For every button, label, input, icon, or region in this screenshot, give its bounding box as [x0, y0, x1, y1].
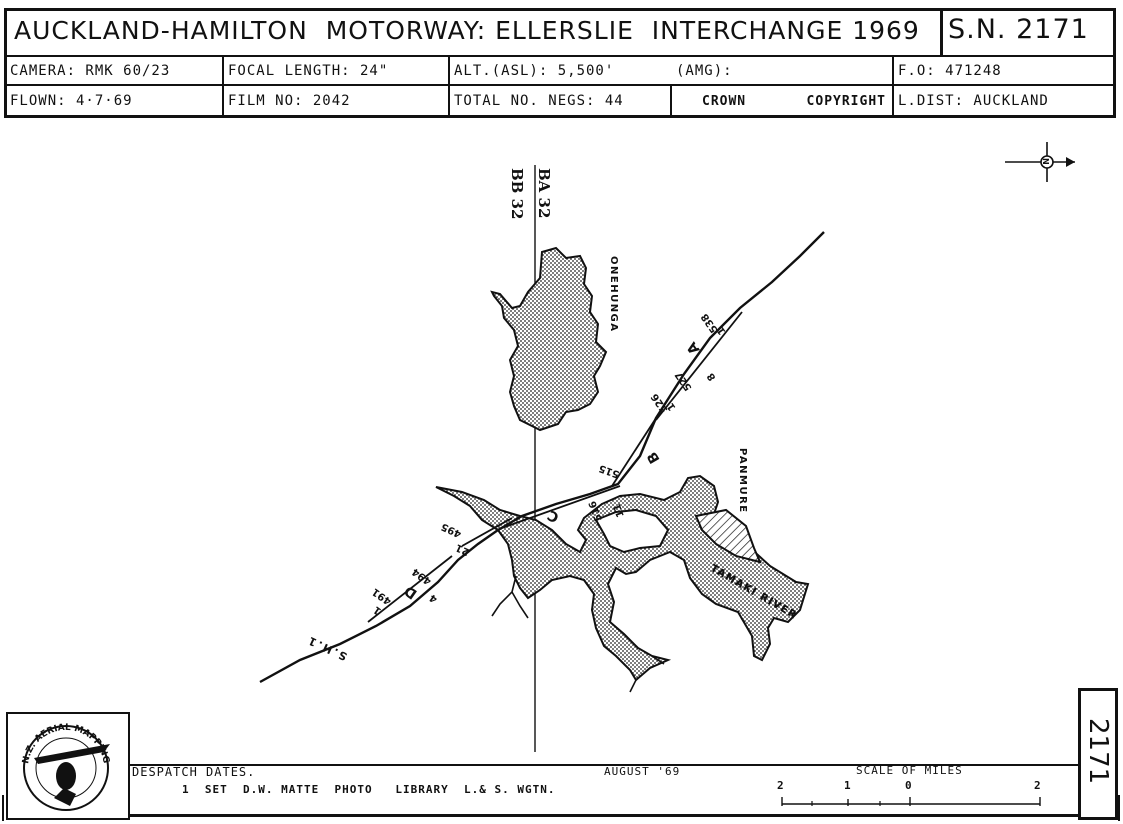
focal-length-cell: FOCAL LENGTH: 24"	[224, 57, 450, 84]
onehunga-area	[490, 246, 608, 432]
crown-copyright-cell: CROWN COPYRIGHT	[672, 86, 894, 116]
photo-number-1b: 1	[665, 401, 678, 413]
altitude-cell: ALT.(ASL): 5,500'	[454, 62, 615, 79]
photo-number-4: 4	[428, 592, 440, 605]
side-number-box	[1078, 688, 1118, 820]
amg-cell: (AMG):	[672, 57, 894, 84]
north-letter: N	[1041, 158, 1050, 165]
run-label-c: C	[545, 506, 562, 525]
panmure-hatched-area	[694, 508, 762, 564]
total-negs-cell: TOTAL NO. NEGS: 44	[450, 86, 672, 116]
north-arrow-icon	[1005, 142, 1075, 182]
scale-tick-label-right: 2	[1034, 779, 1042, 792]
photo-number-8: 8	[705, 371, 718, 383]
run-line-d	[367, 555, 453, 623]
flown-cell: FLOWN: 4·7·69	[6, 86, 224, 116]
grid-label-right: BA 32	[535, 168, 553, 218]
sh1-label: S.H.1	[305, 633, 350, 663]
state-highway-1	[259, 231, 825, 684]
photo-number-494: 494	[410, 566, 433, 587]
side-number: 2171	[1083, 718, 1113, 785]
fo-cell: F.O: 471248	[898, 62, 1002, 79]
run-line-e	[461, 517, 513, 547]
corner-mark-left	[2, 795, 4, 821]
scale-bar	[781, 797, 1041, 806]
row-divider-1	[4, 55, 1116, 57]
run-line-c	[501, 485, 621, 529]
despatch-date: AUGUST '69	[604, 765, 681, 778]
scale-tick-label-0: 0	[905, 779, 913, 792]
sheet-number: S.N. 2171	[948, 14, 1089, 45]
run-line-a	[655, 311, 743, 421]
map-title: AUCKLAND-HAMILTON MOTORWAY: ELLERSLIE IN…	[14, 16, 920, 45]
creek-1	[491, 575, 529, 619]
copyright-label: COPYRIGHT	[806, 93, 886, 109]
despatch-label: DESPATCH DATES.	[132, 765, 256, 779]
panmure-label: PANMURE	[737, 448, 748, 514]
run-label-b: B	[644, 449, 663, 466]
photo-number-21: 21	[454, 541, 471, 557]
scale-tick-label-1: 1	[844, 779, 852, 792]
run-label-a: A	[684, 339, 703, 357]
l-dist-cell: L.DIST: AUCKLAND	[898, 93, 1049, 109]
camera-cell: CAMERA: RMK 60/23	[6, 57, 224, 84]
photo-number-11: 11	[612, 502, 627, 519]
onehunga-label: ONEHUNGA	[608, 256, 619, 333]
film-no-cell: FILM NO: 2042	[224, 86, 450, 116]
creek-2	[629, 655, 665, 693]
photo-number-515: 515	[598, 462, 621, 479]
scale-title: SCALE OF MILES	[856, 764, 963, 777]
outer-border	[4, 8, 1116, 118]
estuary-land	[594, 508, 670, 554]
photo-number-491: 491	[370, 586, 393, 607]
company-logo: N.Z. AERIAL MAPPING LTD.	[14, 718, 111, 811]
row-divider-2	[4, 84, 1116, 86]
photo-number-495: 495	[440, 520, 464, 539]
despatch-line: 1 SET D.W. MATTE PHOTO LIBRARY L.& S. WG…	[182, 783, 556, 796]
grid-label-left: BB 32	[508, 168, 526, 219]
scale-tick-label-left: 2	[777, 779, 785, 792]
run-line-b	[611, 411, 661, 487]
footer-line-top	[128, 764, 1078, 766]
crown-label: CROWN	[702, 93, 747, 109]
footer-line-bottom	[128, 814, 1078, 817]
photo-number-527: 527	[673, 369, 694, 392]
photo-number-1c: 1	[372, 604, 384, 617]
logo-box	[6, 712, 130, 820]
corner-mark-right	[1118, 795, 1120, 821]
title-divider	[940, 8, 943, 56]
